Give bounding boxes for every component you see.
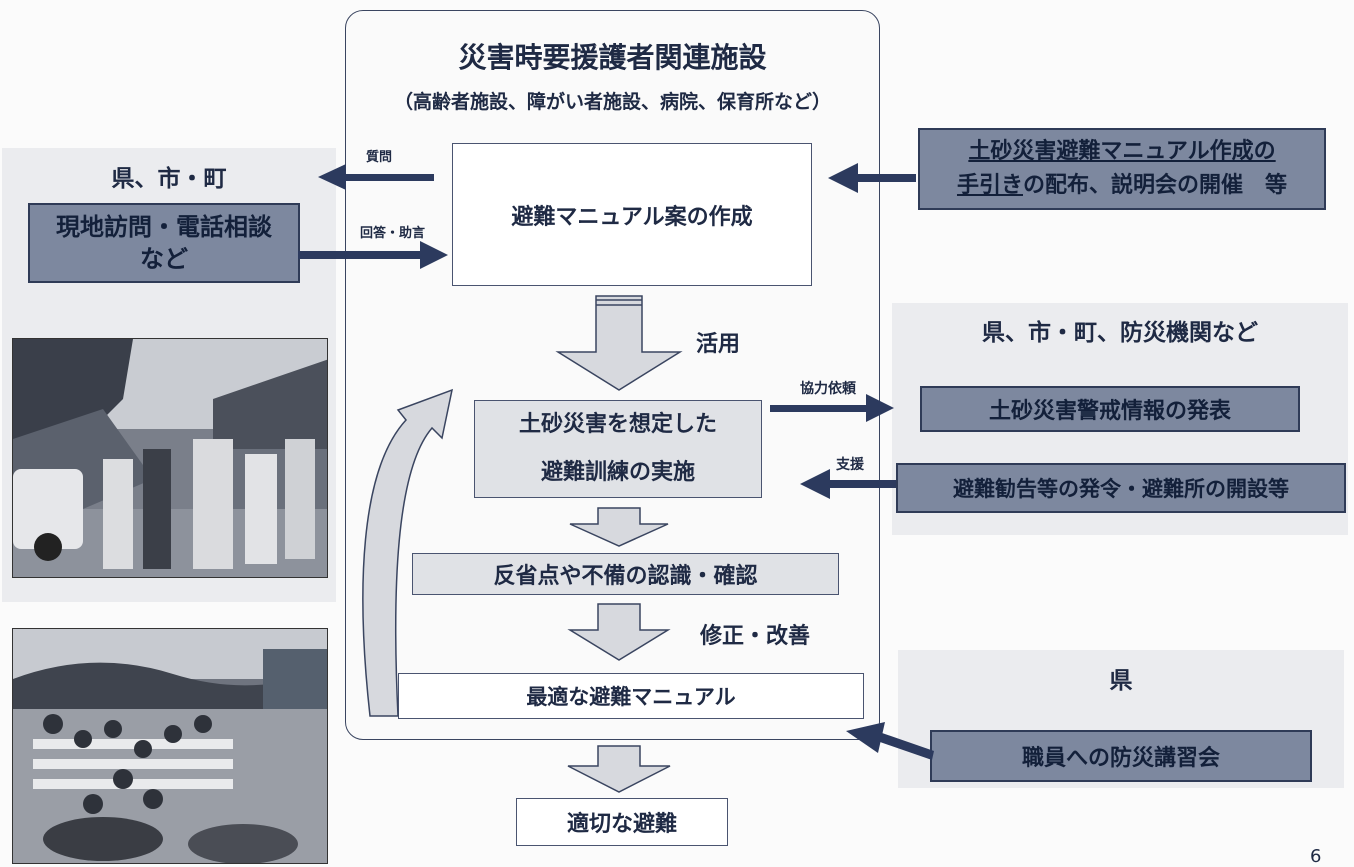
right-mid-panel-title: 県、市・町、防災機関など <box>982 320 1258 346</box>
guide-line2-underlined: 手引き <box>956 173 1023 198</box>
question-arrow <box>318 164 434 190</box>
support-arrow <box>800 469 896 499</box>
consultation-box: 現地訪問・電話相談 など <box>28 203 300 283</box>
photo-site-visit-image <box>13 339 327 577</box>
training-arrow <box>846 722 934 760</box>
facility-title: 災害時要援護者関連施設 <box>458 41 767 74</box>
page-number: 6 <box>1310 846 1322 867</box>
consultation-line1: 現地訪問・電話相談 <box>56 213 272 241</box>
guide-line2: 手引きの配布、説明会の開催 等 <box>957 169 1287 203</box>
guide-line2-rest: の配布、説明会の開催 等 <box>1023 173 1288 198</box>
photo-evacuation-drill-image <box>13 629 327 863</box>
review-block-arrow <box>569 507 669 547</box>
answer-arrow <box>298 241 448 269</box>
right-bottom-panel-title: 県 <box>1109 668 1133 694</box>
guide-to-draft-arrow <box>828 163 916 193</box>
fix-block-arrow <box>567 603 671 661</box>
photo-site-visit <box>12 338 328 578</box>
guide-line1: 土砂災害避難マニュアル作成の <box>968 139 1276 164</box>
answer-label: 回答・助言 <box>360 226 426 241</box>
consultation-line2: など <box>140 245 188 273</box>
use-arrow-lines <box>596 299 642 306</box>
question-label: 質問 <box>366 150 393 165</box>
left-panel-title: 県、市・町 <box>111 166 227 192</box>
photo-evacuation-drill <box>12 628 328 864</box>
evacuation-box: 適切な避難 <box>516 798 728 846</box>
drill-line2: 避難訓練の実施 <box>540 460 695 485</box>
fix-label: 修正・改善 <box>700 624 811 649</box>
guide-distribution-box: 土砂災害避難マニュアル作成の 手引きの配布、説明会の開催 等 <box>918 128 1326 210</box>
feedback-curve-arrow <box>362 388 454 717</box>
facility-subtitle: （高齢者施設、障がい者施設、病院、保育所など） <box>393 90 831 113</box>
draft-manual-box: 避難マニュアル案の作成 <box>452 143 812 286</box>
evacuation-block-arrow <box>567 745 671 793</box>
evacuation-order-box: 避難勧告等の発令・避難所の開設等 <box>896 463 1346 513</box>
drill-line1: 土砂災害を想定した <box>518 412 717 437</box>
review-box: 反省点や不備の認識・確認 <box>412 553 839 595</box>
use-label: 活用 <box>696 332 741 357</box>
support-label: 支援 <box>836 457 864 473</box>
drill-box: 土砂災害を想定した 避難訓練の実施 <box>474 400 762 498</box>
warning-info-box: 土砂災害警戒情報の発表 <box>920 386 1300 432</box>
request-label: 協力依頼 <box>800 381 856 397</box>
request-arrow <box>770 394 894 422</box>
use-block-arrow <box>555 295 683 391</box>
optimal-manual-box: 最適な避難マニュアル <box>398 673 864 719</box>
